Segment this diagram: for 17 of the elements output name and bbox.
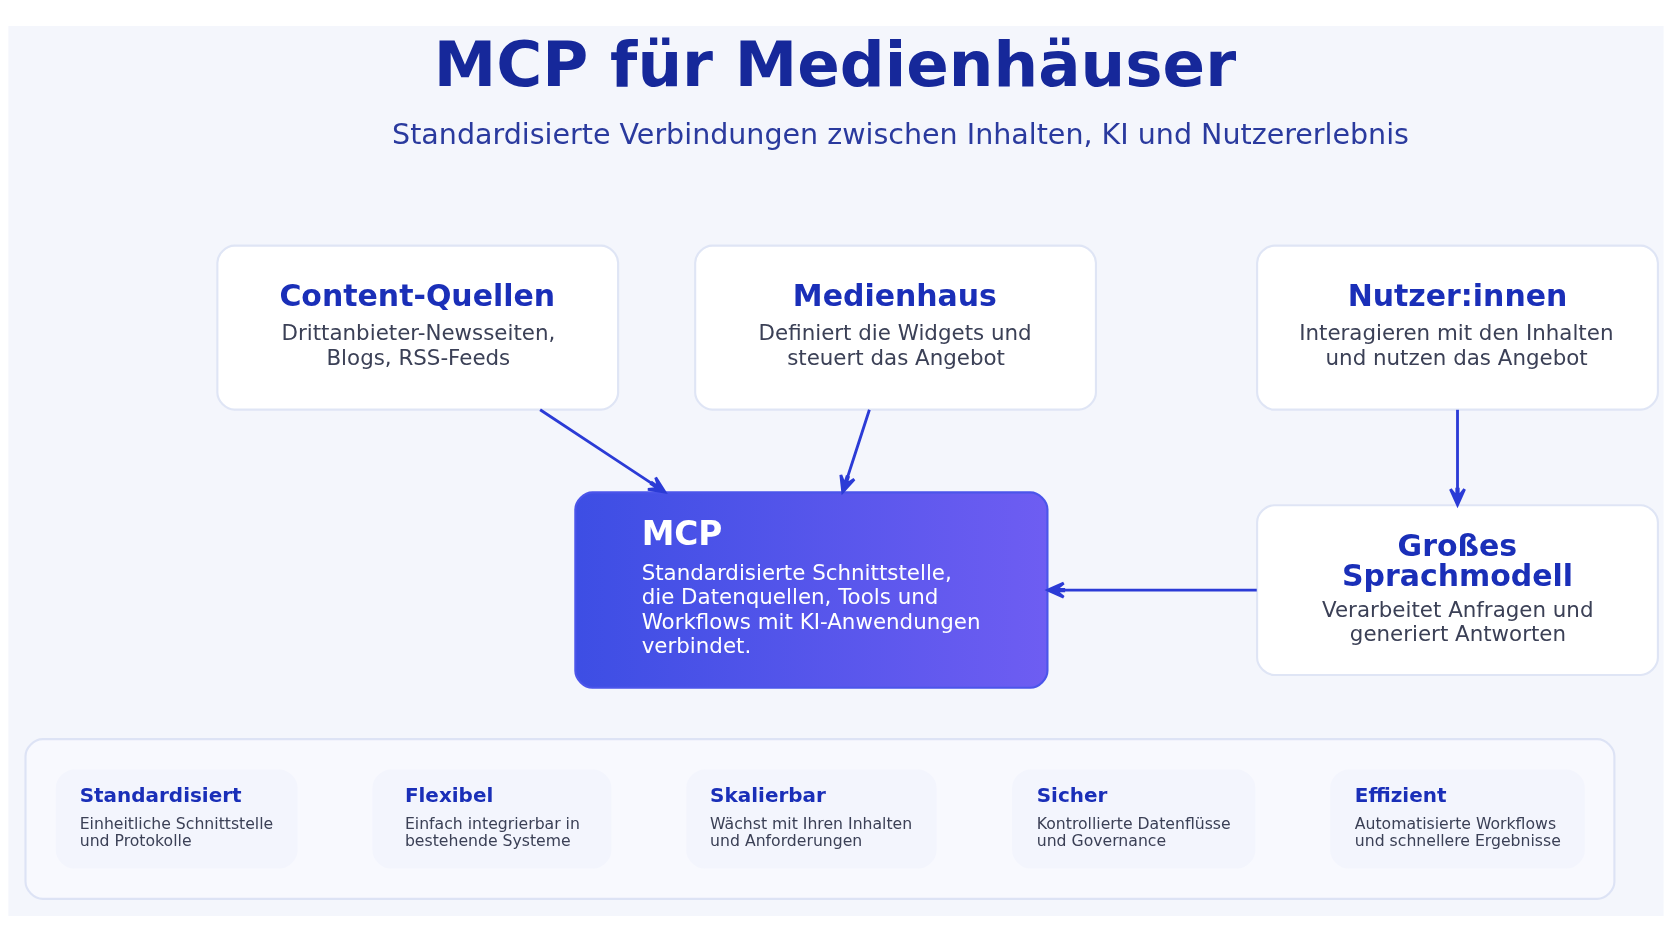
node-box: Content-Quellen Drittanbieter-Newsseiten, Blogs, RSS-Feeds [216,244,620,411]
arrow [1449,409,1466,506]
node-text: Flexibel Einfach integrierbar in bestehende Systeme [404,782,580,850]
arrow [839,408,871,493]
arrow [1046,581,1257,599]
node-text: Sicher Kontrollierte Datenflüsse und Governance [1036,782,1231,850]
node-box: Medienhaus Definiert die Widgets und steuert das Angebot [694,244,1097,411]
node-text: Effizient Automatisierte Workflows und schnellere Ergebnisse [1354,782,1561,850]
node-box: Nutzer:innen Interagieren mit den Inhalten und nutzen das Angebot [1256,244,1659,411]
node-text: Skalierbar Wächst mit Ihren Inhalten und Anforderungen [710,782,913,850]
node-box: Großes Sprachmodell Verarbeitet Anfragen und generiert Antworten [1256,503,1659,676]
node-text: Standardisiert Einheitliche Schnittstelle und Protokolle [79,782,274,850]
cluster [24,737,1616,900]
label: Standardisierte Verbindungen zwischen Inhalten, KI und Nutzererlebnis [392,117,1409,151]
node-box: MCP Standardisierte Schnittstelle, die Datenquellen, Tools und Workflows mit KI-Anwendungen verbindet. [574,490,1049,689]
arrow [539,408,667,493]
diagram-title: MCP für Medienhäuser [433,27,1237,101]
